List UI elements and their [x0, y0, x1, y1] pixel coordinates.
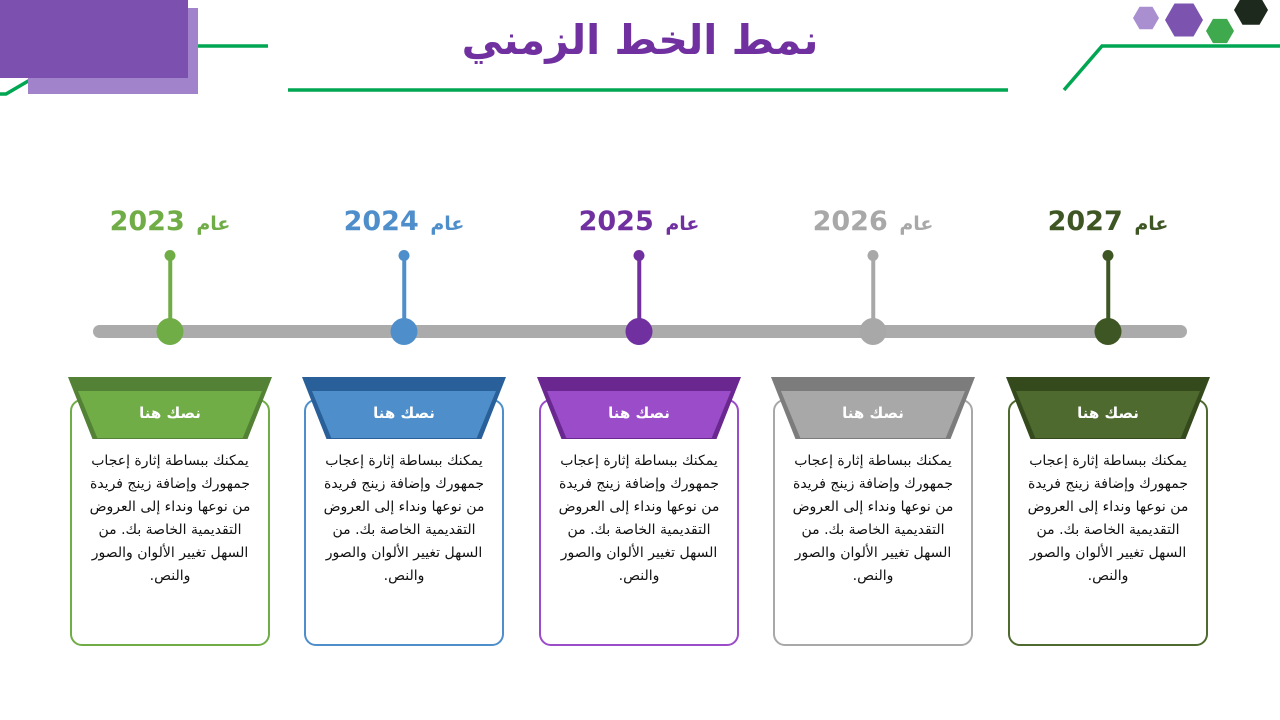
slide-title: نمط الخط الزمني: [461, 16, 819, 64]
card-header-trapezoid: نصك هنا: [78, 391, 262, 438]
year-prefix: عام: [196, 213, 231, 235]
stem-dot: [1102, 250, 1114, 261]
timeline-node: [859, 318, 887, 345]
card-header-trapezoid: نصك هنا: [781, 391, 965, 438]
green-line-right: [1062, 44, 1280, 92]
year-number: 2027: [1047, 206, 1123, 237]
card-body-text: يمكنك ببساطة إثارة إعجاب جمهورك وإضافة ز…: [792, 453, 954, 585]
timeline-column-2024: عام 2024 يمكنك ببساطة إثارة إعجاب جمهورك…: [302, 0, 506, 720]
year-prefix: عام: [665, 213, 700, 235]
timeline-node: [156, 318, 184, 345]
stem-line: [637, 255, 641, 331]
hexagon-dark: [1234, 0, 1268, 25]
hexagon-green: [1206, 18, 1234, 44]
timeline-column-2027: عام 2027 يمكنك ببساطة إثارة إعجاب جمهورك…: [1006, 0, 1210, 720]
stem-line: [168, 255, 172, 331]
timeline-column-2025: عام 2025 يمكنك ببساطة إثارة إعجاب جمهورك…: [537, 0, 741, 720]
card-body-text: يمكنك ببساطة إثارة إعجاب جمهورك وإضافة ز…: [558, 453, 720, 585]
card-body-text: يمكنك ببساطة إثارة إعجاب جمهورك وإضافة ز…: [1027, 453, 1189, 585]
card: يمكنك ببساطة إثارة إعجاب جمهورك وإضافة ز…: [539, 399, 739, 646]
card-header-trapezoid: نصك هنا: [312, 391, 496, 438]
card-header-trapezoid: نصك هنا: [547, 391, 731, 438]
stem-dot: [867, 250, 879, 261]
card-header-label: نصك هنا: [139, 404, 201, 422]
timeline-column-2026: عام 2026 يمكنك ببساطة إثارة إعجاب جمهورك…: [771, 0, 975, 720]
card-body-text: يمكنك ببساطة إثارة إعجاب جمهورك وإضافة ز…: [323, 453, 485, 585]
card-header-label: نصك هنا: [373, 404, 435, 422]
year-label: عام 2025: [539, 206, 739, 237]
stem-line: [871, 255, 875, 331]
timeline-node: [1094, 318, 1122, 345]
year-label: عام 2027: [1008, 206, 1208, 237]
stem-line: [1106, 255, 1110, 331]
header-decoration: [0, 0, 1280, 96]
timeline-node: [390, 318, 418, 345]
hexagon-light-purple: [1133, 6, 1159, 30]
year-number: 2023: [109, 206, 185, 237]
year-label: عام 2023: [70, 206, 270, 237]
year-number: 2026: [812, 206, 888, 237]
year-number: 2025: [578, 206, 654, 237]
year-label: عام 2024: [304, 206, 504, 237]
hexagon-purple: [1165, 3, 1203, 37]
card-header-label: نصك هنا: [842, 404, 904, 422]
timeline-column-2023: عام 2023 يمكنك ببساطة إثارة إعجاب جمهورك…: [68, 0, 272, 720]
card: يمكنك ببساطة إثارة إعجاب جمهورك وإضافة ز…: [70, 399, 270, 646]
year-prefix: عام: [1134, 213, 1169, 235]
corner-rect-dark: [0, 0, 188, 78]
card: يمكنك ببساطة إثارة إعجاب جمهورك وإضافة ز…: [304, 399, 504, 646]
year-prefix: عام: [430, 213, 465, 235]
card-header-label: نصك هنا: [608, 404, 670, 422]
card-body-text: يمكنك ببساطة إثارة إعجاب جمهورك وإضافة ز…: [89, 453, 251, 585]
year-prefix: عام: [899, 213, 934, 235]
card-header-trapezoid: نصك هنا: [1016, 391, 1200, 438]
year-label: عام 2026: [773, 206, 973, 237]
stem-dot: [633, 250, 645, 261]
timeline-node: [625, 318, 653, 345]
year-number: 2024: [343, 206, 419, 237]
card-header-label: نصك هنا: [1077, 404, 1139, 422]
stem-line: [402, 255, 406, 331]
stem-dot: [164, 250, 176, 261]
card: يمكنك ببساطة إثارة إعجاب جمهورك وإضافة ز…: [1008, 399, 1208, 646]
stem-dot: [398, 250, 410, 261]
